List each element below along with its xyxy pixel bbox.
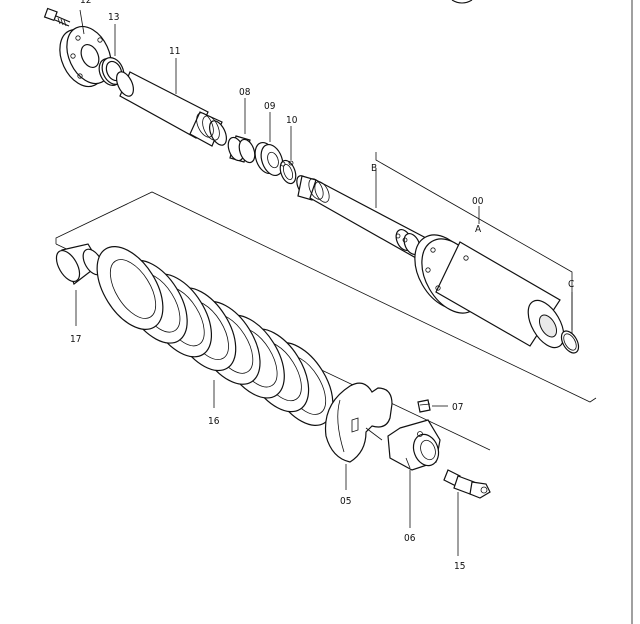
- spring-16: [96, 246, 334, 426]
- seal-09: [254, 141, 284, 177]
- label-15: 15: [454, 561, 465, 572]
- plate-05: [324, 382, 393, 463]
- label-12: 12: [80, 0, 91, 6]
- label-11: 11: [169, 46, 180, 57]
- bearing-08: [227, 135, 256, 164]
- label-C: C: [568, 279, 574, 290]
- spring-coil-inner: [109, 259, 157, 319]
- cylinder-A: [414, 234, 565, 349]
- rod-B: [296, 175, 427, 259]
- bracket-spring-group: [55, 191, 597, 403]
- shaft-11: [116, 71, 227, 147]
- label-09: 09: [264, 101, 276, 112]
- fitting-07: [417, 399, 431, 413]
- label-00: 00: [472, 196, 484, 207]
- label-B: B: [371, 163, 377, 174]
- label-10: 10: [286, 115, 298, 126]
- label-06: 06: [404, 533, 416, 544]
- label-13: 13: [108, 12, 119, 23]
- partial-nut: [451, 0, 473, 4]
- flange-12: [59, 25, 112, 88]
- label-07: 07: [452, 402, 463, 413]
- block-06: [387, 419, 441, 471]
- label-16: 16: [208, 416, 220, 427]
- snap-ring-10: [279, 159, 297, 185]
- label-17: 17: [70, 334, 81, 345]
- o-ring-C: [560, 330, 580, 354]
- axis-06: [365, 427, 383, 441]
- label-05: 05: [340, 496, 351, 507]
- label-A: A: [475, 224, 482, 235]
- spring-coil: [96, 246, 164, 330]
- elbow-15: [443, 469, 491, 499]
- label-08: 08: [239, 87, 251, 98]
- bolt-12: [43, 7, 71, 27]
- leader-12: [79, 9, 85, 35]
